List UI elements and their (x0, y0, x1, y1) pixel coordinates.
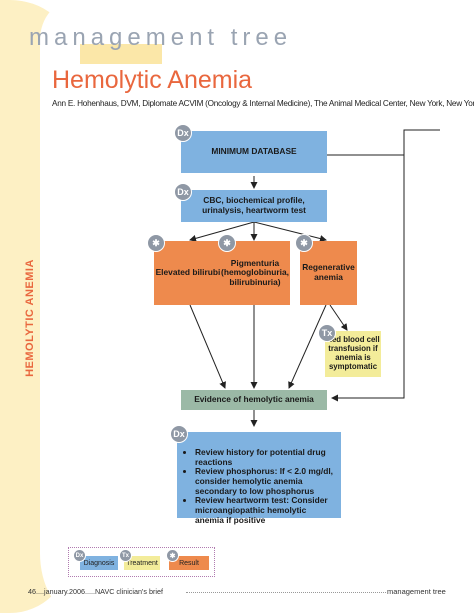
regenerative-anemia-box: Regenerative anemia (300, 241, 357, 305)
header-accent-bar (80, 44, 162, 64)
legend-treatment: Treatment (124, 556, 160, 570)
legend-diagnosis: Diagnosis (80, 556, 118, 570)
result-badge-icon: ✱ (218, 234, 236, 252)
treatment-badge-icon: Tx (318, 324, 336, 342)
review-item: Review phosphorus: If < 2.0 mg/dl, consi… (195, 466, 333, 496)
diagnosis-badge-icon: Dx (170, 425, 188, 443)
diagnosis-badge-icon: Dx (174, 124, 192, 142)
result-badge-icon: ✱ (147, 234, 165, 252)
review-box: Review history for potential drug reacti… (177, 432, 341, 524)
diagnosis-badge-icon: Dx (73, 549, 86, 562)
footer-divider (186, 592, 386, 593)
connector-bilirubin-to-evidence (189, 304, 226, 389)
connector-loop-right (331, 155, 405, 402)
legend (68, 547, 215, 577)
review-list: Review history for potential drug reacti… (185, 447, 333, 525)
tests-box: CBC, biochemical profile, urinalysis, he… (181, 190, 327, 222)
author-byline: Ann E. Hohenhaus, DVM, Diplomate ACVIM (… (52, 99, 474, 108)
section-title: management tree (29, 24, 293, 51)
diagnosis-badge-icon: Dx (174, 183, 192, 201)
minimum-database-box: MINIMUM DATABASE (181, 131, 327, 173)
connector-tests-to-regenerative (253, 221, 327, 242)
pigmenturia-box: Pigmenturia (hemoglobinuria, bilirubinur… (220, 241, 290, 305)
result-badge-icon: ✱ (295, 234, 313, 252)
evidence-box: Evidence of hemolytic anemia (181, 390, 327, 410)
footer-right: management tree (387, 587, 446, 596)
review-item: Review history for potential drug reacti… (195, 447, 333, 467)
treatment-badge-icon: Tx (119, 549, 132, 562)
connector-regenerative-to-evidence (288, 304, 327, 389)
transfusion-box: Red blood cell transfusion if anemia is … (325, 331, 381, 377)
result-badge-icon: ✱ (166, 549, 179, 562)
connector-regenerative-to-transfusion (329, 304, 348, 331)
review-item: Review heartworm test: Consider microang… (195, 495, 333, 525)
footer-left: 46....january.2006.....NAVC clinician's … (28, 587, 163, 596)
page-title: Hemolytic Anemia (52, 66, 253, 94)
elevated-bilirubin-box: Elevated bilirubin (154, 241, 227, 305)
connector-mdb-to-evidence-loop (327, 129, 440, 156)
connector-tests-to-bilirubin (189, 221, 255, 242)
legend-result: Result (169, 556, 209, 570)
